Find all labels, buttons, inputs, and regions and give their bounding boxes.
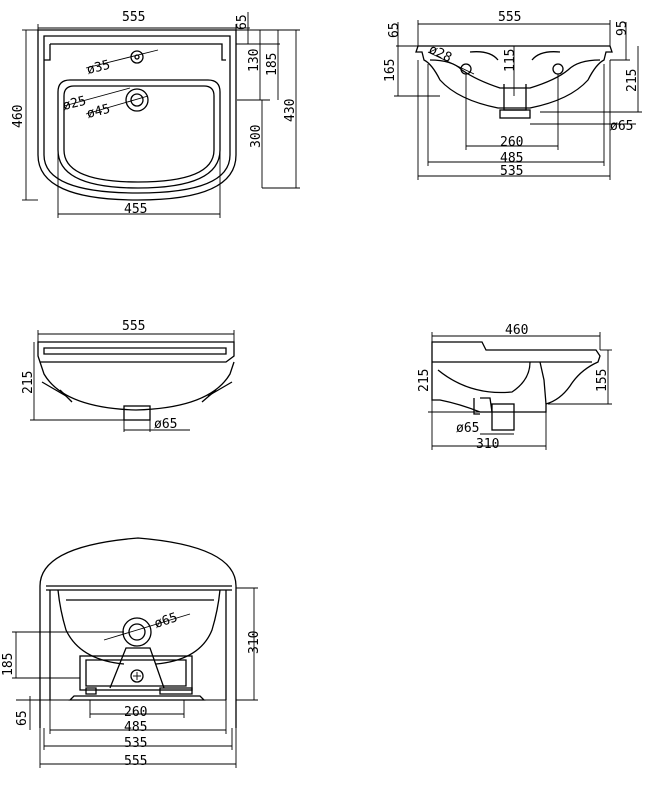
top-dim-300: 300	[249, 125, 264, 148]
bottom-dia-65: ø65	[153, 610, 180, 632]
rear-dim-535: 535	[500, 164, 523, 179]
top-dim-460: 460	[11, 105, 26, 128]
bottom-dim-310: 310	[247, 631, 262, 654]
front-dim-215: 215	[21, 371, 36, 394]
bottom-dim-185: 185	[1, 653, 16, 676]
top-dia-35: ø35	[85, 58, 111, 78]
side-width-460: 460	[505, 323, 528, 338]
top-width-555: 555	[122, 10, 145, 25]
top-dim-430: 430	[283, 99, 298, 122]
top-dim-65: 65	[235, 14, 250, 30]
side-dim-215: 215	[417, 369, 432, 392]
front-width-555: 555	[122, 319, 145, 334]
bottom-dim-65: 65	[15, 710, 30, 726]
top-dim-455: 455	[124, 202, 147, 217]
bottom-dim-485: 485	[124, 720, 147, 735]
rear-dim-485: 485	[500, 151, 523, 166]
rear-dim-165: 165	[383, 59, 398, 82]
top-view: 555 65 130 185 430 300 460 455 ø35 ø25 ø…	[11, 10, 300, 218]
bottom-dim-535: 535	[124, 736, 147, 751]
top-dia-45: ø45	[85, 102, 111, 122]
top-dim-185: 185	[265, 53, 280, 76]
bottom-view: ø65 185 310 65 260 485 535 555	[1, 537, 262, 769]
rear-dim-260: 260	[500, 135, 523, 150]
top-dia-25: ø25	[61, 94, 87, 114]
front-view: 555 215 ø65	[21, 319, 235, 432]
front-dia-65: ø65	[154, 417, 177, 432]
rear-dim-215: 215	[625, 69, 640, 92]
rear-dim-115: 115	[503, 49, 518, 72]
side-view: 460 215 155 ø65 310	[417, 323, 612, 452]
rear-dim-95: 95	[615, 20, 630, 36]
side-dia-65: ø65	[456, 421, 479, 436]
rear-dim-65: 65	[387, 22, 402, 38]
rear-view: 555 65 95 165 ø28 115 215 ø65 260 485 53…	[383, 10, 642, 180]
rear-width-555: 555	[498, 10, 521, 25]
bottom-dim-260: 260	[124, 705, 147, 720]
rear-dia-65: ø65	[610, 119, 633, 134]
side-dim-310: 310	[476, 437, 499, 452]
top-dim-130: 130	[247, 49, 262, 72]
bottom-dim-555: 555	[124, 754, 147, 769]
side-dim-155: 155	[595, 369, 610, 392]
